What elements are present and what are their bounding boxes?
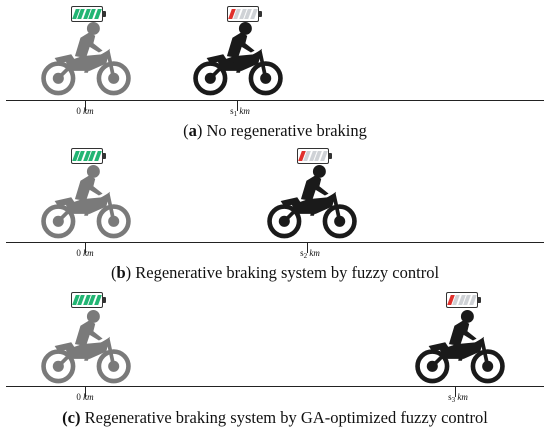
end-tick: [455, 386, 456, 397]
panel-a: 0 km s1 km (a) No regenerative braking: [0, 0, 550, 145]
caption-c: (c) Regenerative braking system by GA-op…: [62, 408, 488, 427]
battery-full-icon: [71, 292, 106, 308]
start-tick: [85, 100, 86, 111]
motorcycle-end-icon: [264, 161, 360, 241]
end-position-label: s2 km: [300, 248, 320, 260]
caption-a: (a) No regenerative braking: [183, 121, 367, 140]
battery-full-icon: [71, 148, 106, 164]
motorcycle-start-icon: [38, 161, 134, 241]
start-tick: [85, 242, 86, 253]
start-position-label: 0 km: [76, 392, 94, 402]
motorcycle-start-icon: [38, 306, 134, 386]
battery-low-icon: [227, 6, 262, 22]
start-tick: [85, 386, 86, 397]
motorcycle-end-icon: [190, 18, 286, 98]
ground-line: [6, 242, 544, 244]
start-position-label: 0 km: [76, 248, 94, 258]
caption-b: (b) Regenerative braking system by fuzzy…: [110, 263, 440, 282]
motorcycle-end-icon: [412, 306, 508, 386]
panel-c: 0 km s3 km (c) Regenerative braking syst…: [0, 290, 550, 435]
end-position-label: s3 km: [448, 392, 468, 404]
ground-line: [6, 100, 544, 102]
end-tick: [237, 100, 238, 111]
motorcycle-start-icon: [38, 18, 134, 98]
end-position-label: s1 km: [230, 106, 250, 118]
battery-low-icon: [446, 292, 481, 308]
end-tick: [307, 242, 308, 253]
battery-full-icon: [71, 6, 106, 22]
panel-b: 0 km s2 km (b) Regenerative braking syst…: [0, 145, 550, 290]
battery-low-icon: [297, 148, 332, 164]
start-position-label: 0 km: [76, 106, 94, 116]
ground-line: [6, 386, 544, 388]
